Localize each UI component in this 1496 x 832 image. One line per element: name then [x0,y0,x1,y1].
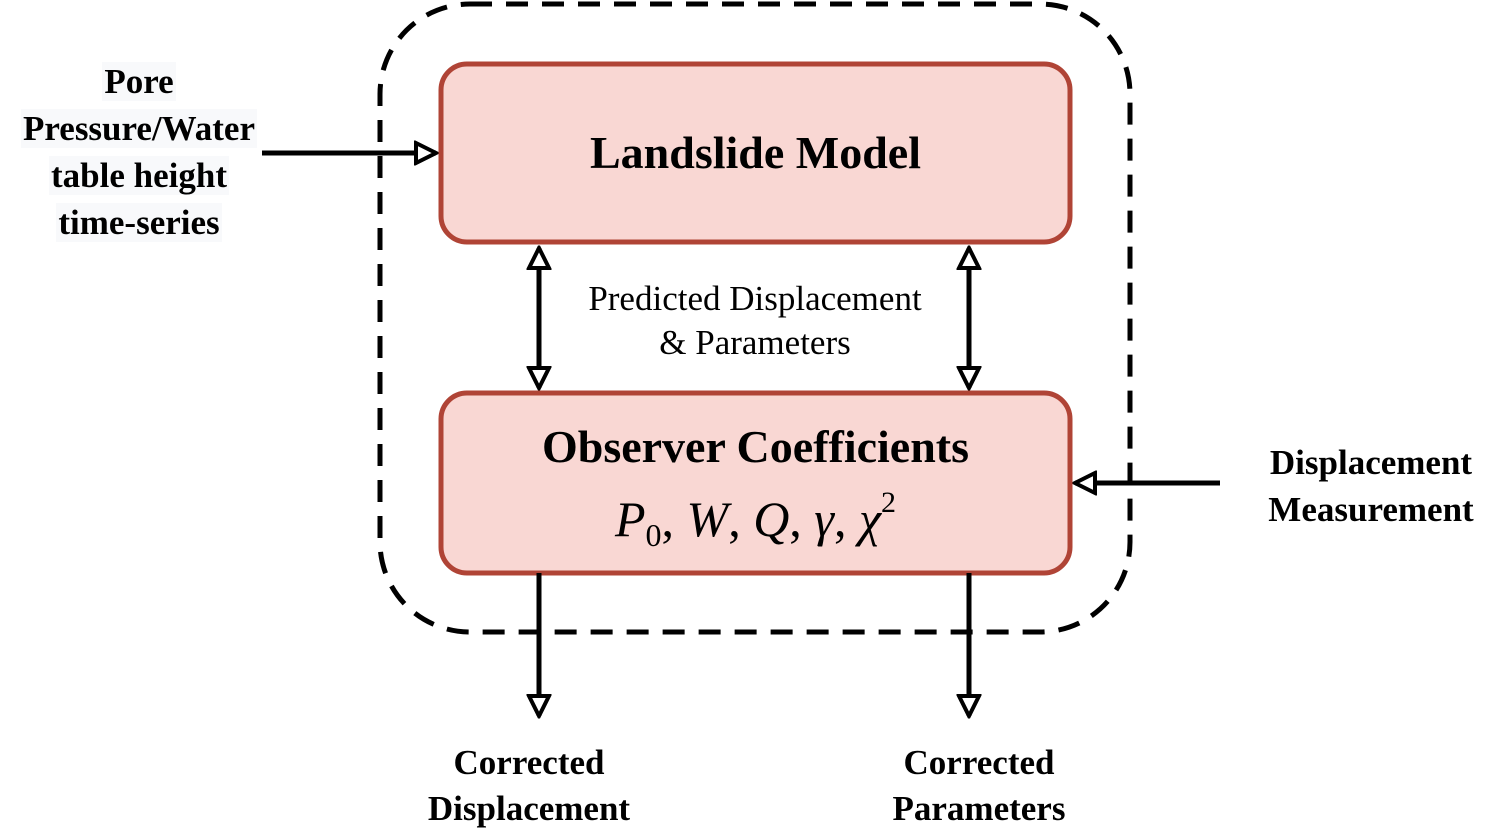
landslide-model-box[interactable] [438,61,1073,245]
corrected-parameters-line: Parameters [892,789,1066,828]
input-label-line: Pressure/Water [21,109,257,148]
input-label-line: Pore [102,62,176,101]
observer-coefficients-math: P0, W, Q, γ, χ2 [441,486,1070,553]
corrected-displacement-label: Corrected Displacement [399,740,659,832]
coef-chi: χ [859,491,881,547]
predicted-displacement-label: Predicted Displacement & Parameters [555,277,955,365]
corrected-parameters-line: Corrected [903,743,1055,782]
input-label-line: time-series [56,203,222,242]
observer-title: Observer Coefficients [541,421,970,472]
corrected-parameters-label: Corrected Parameters [849,740,1109,832]
separator: , [728,491,754,547]
coef-q: Q [753,491,790,547]
predicted-label-line: Predicted Displacement [588,279,922,318]
landslide-model-title: Landslide Model [589,127,921,178]
system-boundary [377,1,1133,635]
separator: , [789,491,815,547]
measurement-label-line: Measurement [1268,490,1474,529]
predicted-label-line: & Parameters [659,323,851,362]
input-pore-pressure-label: Pore Pressure/Water table height time-se… [0,58,278,246]
observer-coefficients-box[interactable] [438,390,1073,576]
corrected-displacement-line: Displacement [427,789,631,828]
separator: , [834,491,859,547]
separator: , [661,491,687,547]
coef-gamma: γ [814,491,834,547]
input-label-line: table height [49,156,229,195]
coef-p-subscript: 0 [645,517,662,553]
coef-chi-superscript: 2 [881,486,896,519]
coef-p: P [614,491,646,547]
corrected-displacement-line: Corrected [453,743,605,782]
displacement-measurement-label: Displacement Measurement [1246,439,1496,533]
coef-w: W [686,491,729,547]
measurement-label-line: Displacement [1269,443,1473,482]
